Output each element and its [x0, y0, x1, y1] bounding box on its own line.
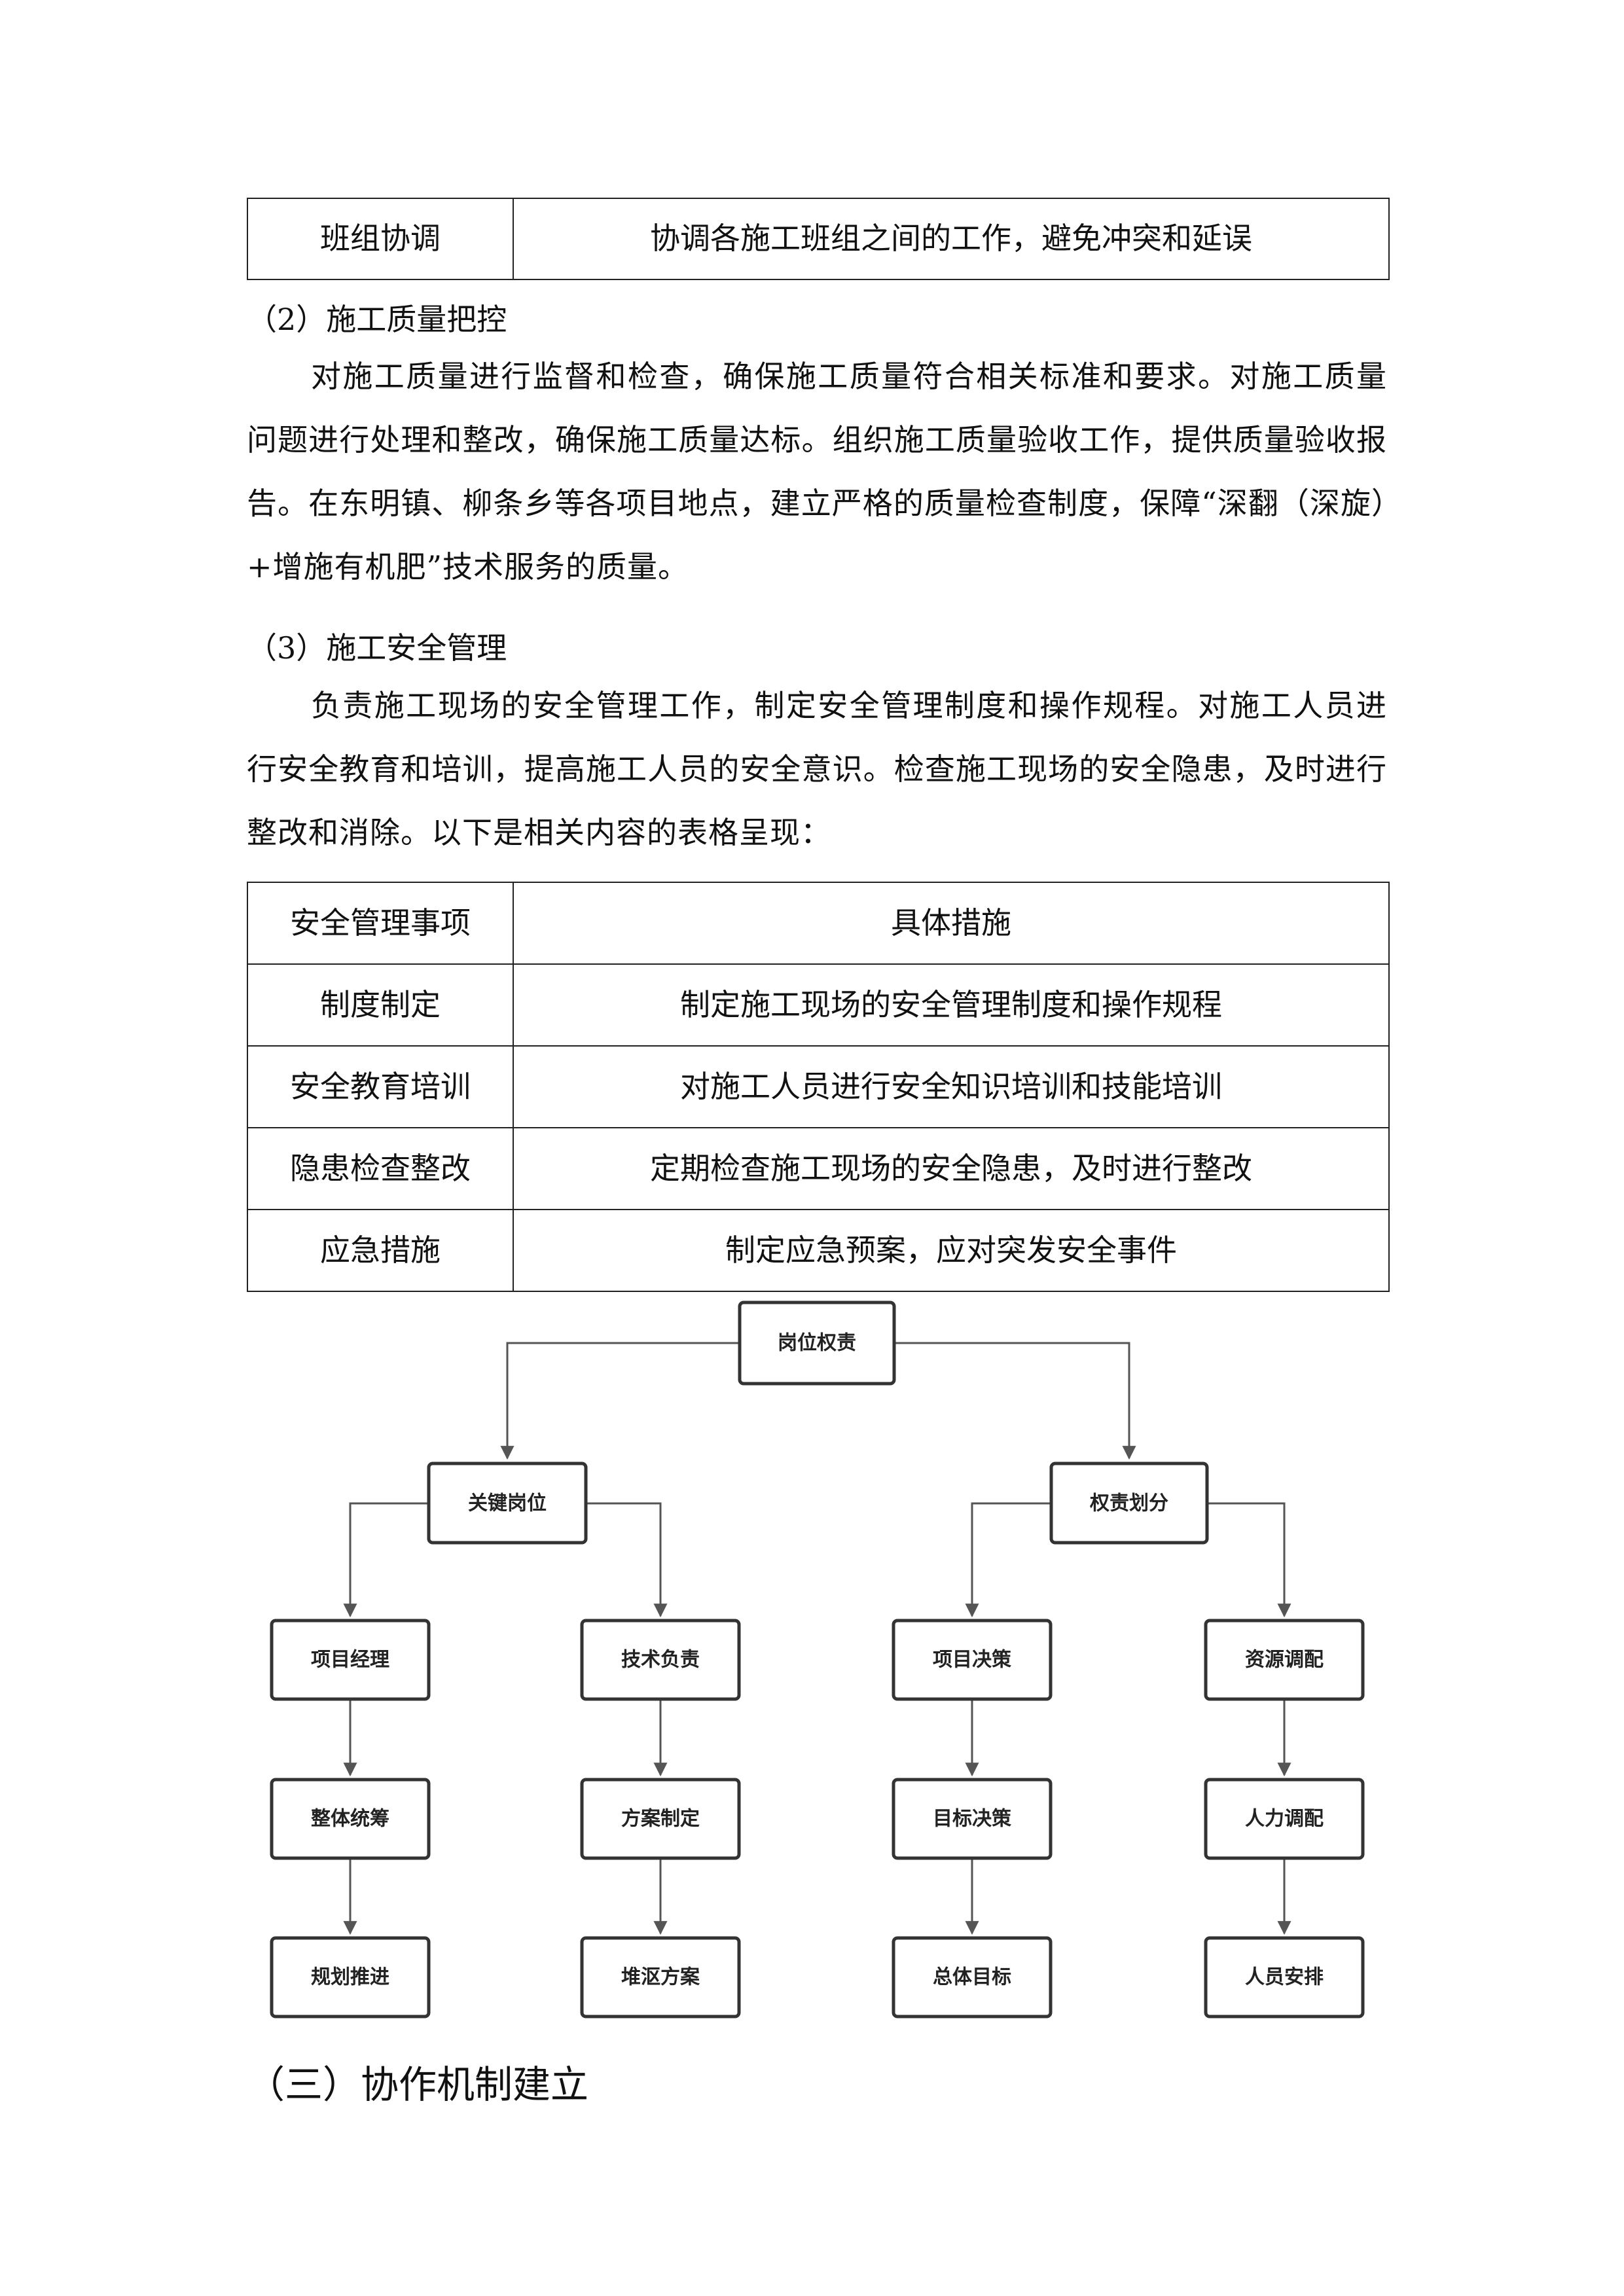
section-heading-safety: （3）施工安全管理: [247, 630, 507, 666]
org-node-label: 规划推进: [311, 1966, 389, 1989]
org-node-label: 人员安排: [1245, 1966, 1324, 1989]
table-row: 应急措施 制定应急预案，应对突发安全事件: [247, 1209, 1390, 1292]
org-node-target-decision: 目标决策: [892, 1778, 1053, 1860]
org-node-label: 资源调配: [1245, 1649, 1324, 1672]
table-header-item: 安全管理事项: [247, 882, 514, 965]
org-node-plan-formulation: 方案制定: [580, 1778, 741, 1860]
paragraph-quality: 对施工质量进行监督和检查，确保施工质量符合相关标准和要求。对施工质量问题进行处理…: [247, 359, 1387, 584]
section-title-collaboration: （三）协作机制建立: [247, 2062, 589, 2107]
org-node-label: 方案制定: [621, 1808, 700, 1831]
table-cell-item: 制度制定: [247, 963, 514, 1047]
org-node-key-positions: 关键岗位: [427, 1462, 588, 1545]
org-node-label: 项目经理: [311, 1649, 389, 1672]
org-node-responsibility-division: 权责划分: [1049, 1462, 1209, 1545]
org-node-label: 目标决策: [933, 1808, 1011, 1831]
org-node-resource-allocation: 资源调配: [1204, 1619, 1365, 1701]
org-node-overall-planning: 整体统筹: [270, 1778, 431, 1860]
org-node-label: 权责划分: [1089, 1492, 1168, 1515]
org-node-label: 总体目标: [933, 1966, 1011, 1989]
org-node-overall-target: 总体目标: [892, 1936, 1053, 2018]
table-cell-item: 隐患检查整改: [247, 1127, 514, 1210]
table-cell-desc: 制定施工现场的安全管理制度和操作规程: [513, 963, 1390, 1047]
org-node-label: 整体统筹: [311, 1808, 389, 1831]
org-node-label: 岗位权责: [778, 1332, 856, 1355]
table-cell-desc: 定期检查施工现场的安全隐患，及时进行整改: [513, 1127, 1390, 1210]
connector-right-col3: [965, 1502, 1051, 1618]
table-cell-desc: 制定应急预案，应对突发安全事件: [513, 1209, 1390, 1292]
connector-right-col4: [1207, 1502, 1291, 1618]
table-header-row: 安全管理事项 具体措施: [247, 882, 1390, 965]
org-node-label: 技术负责: [621, 1649, 700, 1672]
org-node-compost-plan: 堆沤方案: [580, 1936, 741, 2018]
org-node-root: 岗位权责: [738, 1300, 896, 1386]
connector-left-col2: [586, 1502, 668, 1618]
table-cell-item: 班组协调: [247, 198, 514, 280]
paragraph-safety: 负责施工现场的安全管理工作，制定安全管理制度和操作规程。对施工人员进行安全教育和…: [247, 688, 1387, 850]
connector-root-left: [500, 1342, 740, 1460]
org-node-staff-arrangement: 人员安排: [1204, 1936, 1365, 2018]
table-cell-desc: 对施工人员进行安全知识培训和技能培训: [513, 1045, 1390, 1128]
table-cell-desc: 协调各施工班组之间的工作，避免冲突和延误: [513, 198, 1390, 280]
org-node-project-manager: 项目经理: [270, 1619, 431, 1701]
team-coordination-table: 班组协调 协调各施工班组之间的工作，避免冲突和延误: [247, 198, 1390, 280]
org-node-label: 关键岗位: [468, 1492, 547, 1515]
connector-root-right: [894, 1342, 1136, 1460]
table-row: 制度制定 制定施工现场的安全管理制度和操作规程: [247, 963, 1390, 1047]
org-node-label: 项目决策: [933, 1649, 1011, 1672]
org-node-label: 人力调配: [1245, 1808, 1324, 1831]
org-node-manpower-allocation: 人力调配: [1204, 1778, 1365, 1860]
safety-management-table: 安全管理事项 具体措施 制度制定 制定施工现场的安全管理制度和操作规程 安全教育…: [247, 882, 1390, 1292]
org-node-technical-lead: 技术负责: [580, 1619, 741, 1701]
table-row: 安全教育培训 对施工人员进行安全知识培训和技能培训: [247, 1045, 1390, 1128]
connector-left-col1: [343, 1502, 429, 1618]
org-node-label: 堆沤方案: [621, 1966, 700, 1989]
section-heading-quality: （2）施工质量把控: [247, 302, 507, 337]
table-row: 班组协调 协调各施工班组之间的工作，避免冲突和延误: [247, 198, 1390, 280]
table-header-desc: 具体措施: [513, 882, 1390, 965]
table-cell-item: 安全教育培训: [247, 1045, 514, 1128]
org-node-plan-advance: 规划推进: [270, 1936, 431, 2018]
org-node-project-decision: 项目决策: [892, 1619, 1053, 1701]
table-cell-item: 应急措施: [247, 1209, 514, 1292]
table-row: 隐患检查整改 定期检查施工现场的安全隐患，及时进行整改: [247, 1127, 1390, 1210]
